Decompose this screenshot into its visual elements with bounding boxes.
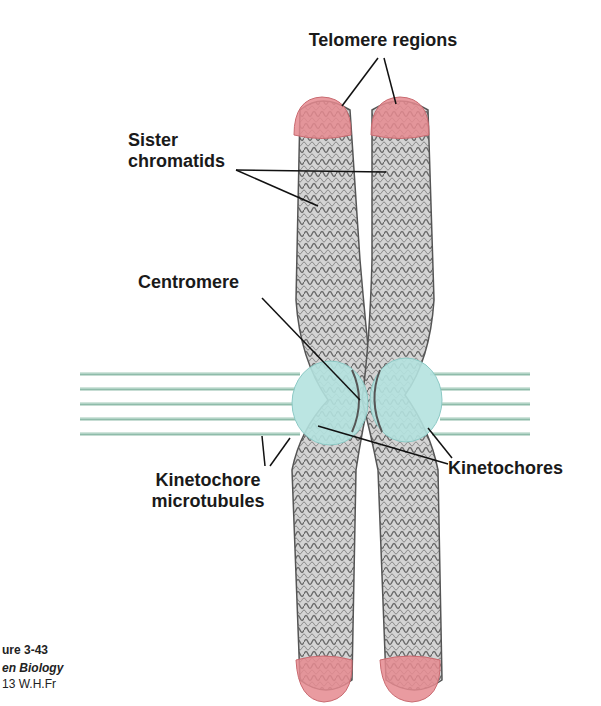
part-label: Centromere: [138, 272, 268, 293]
part-label: Sister chromatids: [128, 130, 236, 172]
part-label: Telomere regions: [288, 30, 478, 51]
left-chromatid: [292, 101, 372, 690]
leader-lines: [236, 58, 452, 466]
part-label: Kinetochore microtubules: [128, 470, 288, 512]
figure-caption: ure 3-43: [2, 643, 92, 658]
figure-caption: en Biology: [2, 661, 92, 676]
part-label: Kinetochores: [448, 458, 598, 479]
centromere-constriction: [352, 370, 382, 432]
figure-caption: 13 W.H.Fr: [2, 677, 92, 692]
kinetochore-disks: [292, 358, 442, 445]
